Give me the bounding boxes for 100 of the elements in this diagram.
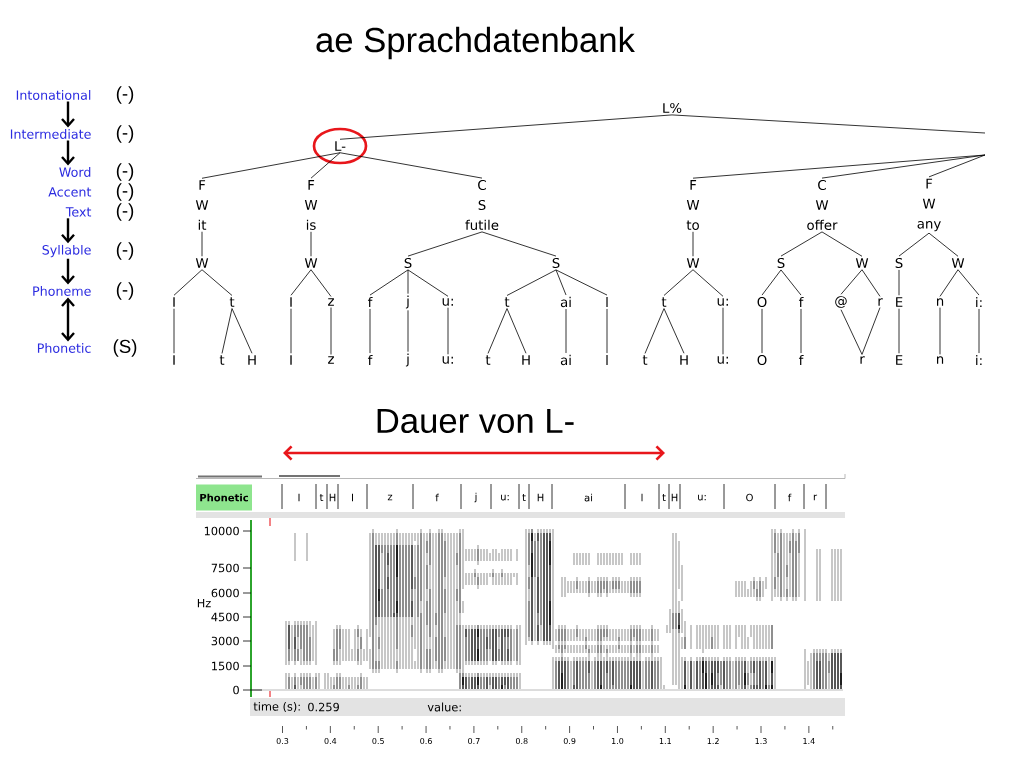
segment-label: ai [584, 493, 592, 502]
phone-label: H [522, 355, 530, 365]
word-label: F W it [195, 180, 209, 230]
tick-label: 0.7 [468, 738, 480, 745]
phone-label: f [367, 354, 373, 366]
tick-label: 0.8 [515, 738, 528, 745]
title: ae Sprachdatenbank [316, 26, 635, 60]
tick-label: 0.4 [324, 738, 337, 745]
phone-label: i: [976, 354, 982, 366]
tone-label: L% [663, 102, 682, 114]
branch-line [978, 308, 980, 354]
segment-label: u: [698, 494, 706, 501]
segment-label: j [474, 492, 477, 503]
branch-line [722, 307, 724, 355]
level-label: Accent [48, 187, 92, 197]
phoneme-label: t [661, 297, 667, 307]
level-label: Word [59, 167, 91, 177]
segment-label: f [788, 493, 792, 502]
segment-label: f [435, 493, 439, 502]
status-label: (-) [116, 163, 134, 181]
phoneme-label: j [405, 295, 409, 309]
arrow [61, 258, 75, 285]
arrow [61, 140, 75, 166]
word-label: F W is [304, 180, 318, 230]
tick-label: 0.6 [420, 738, 432, 745]
syllable-label: W [951, 258, 965, 268]
branch-line [780, 269, 802, 296]
phone-label: H [680, 355, 688, 365]
branch-line [369, 269, 409, 296]
branch-line [565, 308, 567, 354]
branch-line [939, 269, 959, 297]
phone-label: t [219, 355, 225, 365]
branch-line [692, 231, 694, 257]
branch-line [487, 308, 508, 354]
status-label: (S) [113, 339, 137, 357]
branch-line [407, 231, 483, 257]
phoneme-label: n [937, 298, 944, 306]
phone-label: n [937, 356, 944, 364]
syllable-label: S [895, 257, 903, 269]
branch-line [506, 308, 527, 354]
phoneme-label: r [878, 298, 883, 306]
branch-line [407, 309, 409, 353]
branch-line [290, 269, 312, 296]
word-label: C W offer [807, 179, 838, 231]
segment-label: t [522, 494, 526, 501]
phone-label: l [606, 354, 608, 366]
branch-line [481, 231, 557, 257]
branch-line [761, 269, 782, 296]
branch-line [898, 269, 900, 296]
branch-line [928, 154, 986, 178]
branch-line [310, 231, 312, 257]
field-label: time (s): [253, 701, 300, 713]
syllable-label: S [777, 257, 785, 269]
tick-label: 7500 [211, 563, 239, 573]
phoneme-label: z [328, 298, 334, 306]
branch-line [407, 269, 409, 295]
branch-line [555, 269, 608, 296]
level-label: Text [65, 207, 92, 217]
tone-label: L- [335, 141, 346, 151]
branch-line [506, 269, 557, 296]
phoneme-label: u: [717, 298, 728, 306]
phoneme-label: l [606, 296, 608, 308]
axis-title: Hz [197, 598, 211, 608]
phoneme-label: u: [442, 298, 453, 306]
segment-label: O [746, 493, 753, 502]
annotation-text: Dauer von L- [377, 408, 574, 434]
segment-label: l [641, 493, 643, 502]
word-label: F W any [917, 178, 941, 232]
level-label: Intonational [16, 90, 91, 100]
tick-label: 0.3 [276, 738, 289, 745]
branch-line [928, 232, 959, 257]
branch-line [692, 269, 724, 297]
branch-line [898, 232, 930, 257]
status-label: (-) [116, 282, 134, 300]
phone-label: I [290, 355, 292, 365]
phoneme-label: @ [835, 296, 847, 308]
phone-label: ai [560, 354, 571, 366]
level-label: Syllable [42, 244, 91, 258]
phone-label: O [757, 354, 767, 366]
branch-line [339, 152, 483, 179]
branch-line [644, 308, 665, 354]
tick-label: 4500 [211, 612, 239, 622]
branch-line [780, 231, 823, 257]
phone-label: I [173, 355, 175, 365]
tick-label: 1.2 [707, 738, 719, 744]
branch-line [310, 269, 332, 297]
field-value: 0.259 [308, 702, 339, 712]
phoneme-label: ai [560, 296, 571, 308]
branch-line [310, 152, 341, 179]
branch-line [330, 307, 332, 355]
branch-line [761, 308, 763, 354]
segment-label: u: [501, 494, 509, 501]
branch-line [221, 308, 233, 354]
segment-label: z [387, 494, 393, 501]
tick-label: 1.0 [611, 738, 624, 745]
branch-line [939, 307, 941, 355]
tick-label: 3000 [211, 636, 239, 646]
tick-label: 1.1 [659, 738, 671, 744]
level-label: Phonetic [37, 343, 91, 353]
branch-line [821, 231, 863, 257]
